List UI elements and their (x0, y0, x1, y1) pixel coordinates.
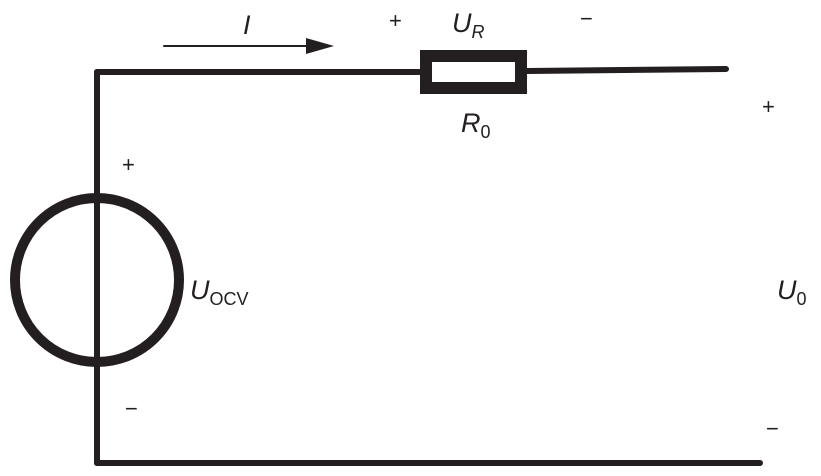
source-label: UOCV (190, 275, 249, 309)
current-arrow-head (306, 38, 334, 54)
output-subscript: 0 (796, 289, 807, 309)
resistor-symbol: R (461, 108, 481, 138)
resistor-voltage-label: UR (452, 8, 485, 42)
source-symbol: U (190, 275, 210, 305)
current-label: I (243, 10, 251, 40)
source-subscript: OCV (209, 289, 249, 309)
output-symbol: U (777, 275, 797, 305)
source-plus-sign: + (122, 152, 135, 177)
resistor-plus-sign: + (389, 8, 402, 33)
resistor-icon (420, 50, 527, 94)
source-minus-sign: − (125, 396, 138, 421)
wire-top-right (524, 66, 729, 74)
voltage-source-icon (10, 193, 184, 367)
resistor-minus-sign: − (580, 6, 593, 31)
output-plus-sign: + (762, 94, 775, 119)
output-minus-sign: − (766, 416, 779, 441)
resistor-voltage-subscript: R (471, 22, 485, 42)
output-voltage-label: U0 (777, 275, 807, 309)
resistor-voltage-symbol: U (452, 8, 472, 38)
resistor-label: R0 (461, 108, 491, 142)
resistor-subscript: 0 (480, 122, 491, 142)
